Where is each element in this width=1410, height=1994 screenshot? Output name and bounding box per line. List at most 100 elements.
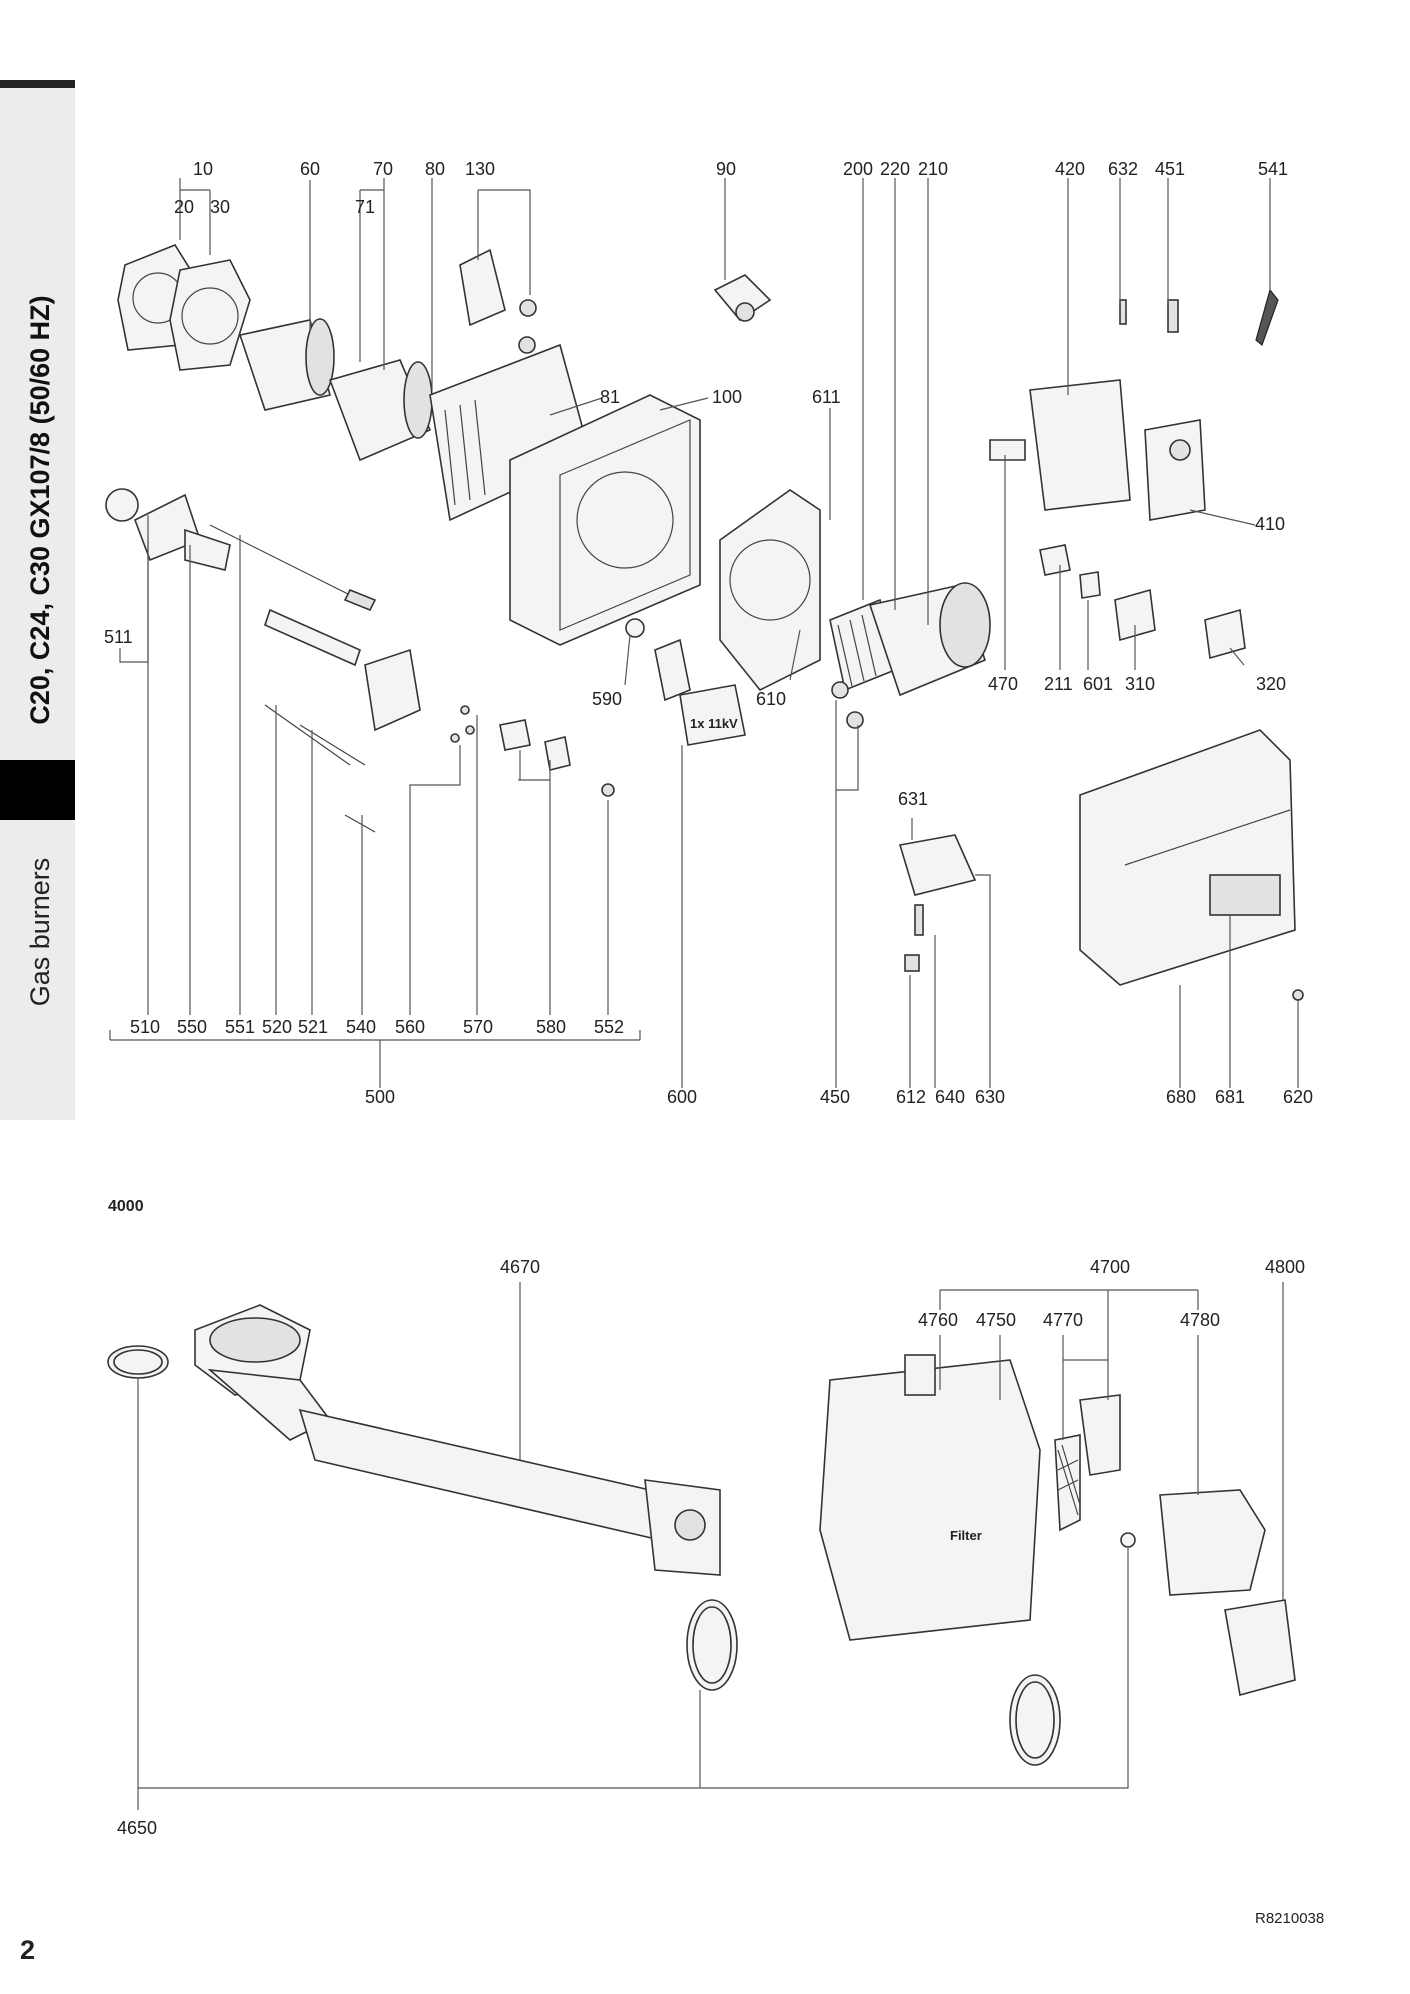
callout-470: 470 [988, 674, 1018, 694]
connector-601 [1079, 571, 1101, 599]
callout-632: 632 [1108, 159, 1138, 179]
plate-4770 [1079, 1394, 1121, 1476]
flange-30 [169, 259, 251, 371]
callout-210: 210 [918, 159, 948, 179]
sensor-632 [1119, 299, 1127, 325]
o-ring-4700 [1120, 1532, 1136, 1548]
screw-450 [831, 681, 849, 699]
callout-4700: 4700 [1090, 1257, 1130, 1277]
solenoid-630 [898, 834, 977, 896]
callout-521: 521 [298, 1017, 328, 1037]
leader-lines-upper [109, 178, 1299, 1088]
callout-520: 520 [262, 1017, 292, 1037]
callout-30: 30 [210, 197, 230, 217]
bracket-470 [989, 439, 1026, 461]
o-ring-590 [625, 618, 645, 638]
callout-611: 611 [812, 387, 841, 407]
gas-train-drawing: Filter [107, 1304, 1296, 1766]
fitting-580 [499, 719, 531, 751]
callout-570: 570 [463, 1017, 493, 1037]
plate-90 [713, 274, 772, 322]
air-flap-130 [459, 248, 506, 327]
callout-4670: 4670 [500, 1257, 540, 1277]
callout-631: 631 [898, 789, 928, 809]
gas-valve-4750 [819, 1359, 1041, 1641]
pressure-switch-4800 [1224, 1599, 1296, 1697]
callout-70: 70 [373, 159, 393, 179]
callout-90: 90 [716, 159, 736, 179]
callout-680: 680 [1166, 1087, 1196, 1107]
bracket [654, 638, 691, 702]
filter-text: Filter [950, 1528, 982, 1543]
page-number: 2 [20, 1935, 36, 1965]
callout-450: 450 [820, 1087, 850, 1107]
callout-4780: 4780 [1180, 1310, 1220, 1330]
callout-630: 630 [975, 1087, 1005, 1107]
callout-211: 211 [1044, 674, 1073, 694]
connector-211 [1039, 544, 1071, 576]
callout-541: 541 [1258, 159, 1288, 179]
gasket-4650-b [686, 1599, 738, 1691]
callout-590: 590 [592, 689, 622, 709]
callout-511: 511 [104, 627, 133, 647]
callout-610: 610 [756, 689, 786, 709]
gas-pipe-4670 [298, 1408, 662, 1542]
nozzle-holder-551 [184, 528, 231, 571]
callout-220: 220 [880, 159, 910, 179]
hood-680 [1079, 729, 1296, 986]
callout-510: 510 [130, 1017, 160, 1037]
swirler-510 [105, 488, 139, 522]
coil-4780 [1159, 1489, 1266, 1596]
callout-labels: 10 20 30 60 70 71 80 130 90 200 220 210 … [104, 159, 1313, 1838]
callout-640: 640 [935, 1087, 965, 1107]
callout-612: 612 [896, 1087, 926, 1107]
pin-640 [914, 904, 924, 936]
callout-540: 540 [346, 1017, 376, 1037]
group-title-4000: 4000 [108, 1198, 144, 1215]
callout-310: 310 [1125, 674, 1155, 694]
callout-550: 550 [177, 1017, 207, 1037]
callout-80: 80 [425, 159, 445, 179]
burner-parts-drawing: 1x 11kV [105, 244, 1304, 1001]
sidebar-top-bar [0, 80, 75, 88]
fitting-612 [904, 954, 920, 972]
fan-cover-610 [719, 489, 821, 692]
sidebar-section-marker [0, 760, 75, 820]
callout-81: 81 [600, 387, 620, 407]
sidebar-panel [0, 80, 75, 1120]
callout-20: 20 [174, 197, 194, 217]
gasket-4650-c [1009, 1674, 1061, 1766]
ignition-transformer-label: 1x 11kV [690, 716, 738, 731]
callout-551: 551 [225, 1017, 255, 1037]
callout-100: 100 [712, 387, 742, 407]
callout-130: 130 [465, 159, 495, 179]
callout-560: 560 [395, 1017, 425, 1037]
gas-head-560 [364, 648, 421, 732]
nut-552 [601, 783, 615, 797]
sensor-451 [1167, 299, 1179, 333]
callout-4800: 4800 [1265, 1257, 1305, 1277]
ignition-transformer-600 [679, 684, 746, 746]
callout-60: 60 [300, 159, 320, 179]
screw-620 [1292, 989, 1304, 1001]
callout-600: 600 [667, 1087, 697, 1107]
callout-410: 410 [1255, 514, 1285, 534]
callout-200: 200 [843, 159, 873, 179]
callout-681: 681 [1215, 1087, 1245, 1107]
callout-10: 10 [193, 159, 213, 179]
window-681 [1209, 874, 1281, 916]
callout-4650: 4650 [117, 1818, 157, 1838]
callout-320: 320 [1256, 674, 1286, 694]
callout-420: 420 [1055, 159, 1085, 179]
plug-310 [1114, 588, 1156, 642]
burner-housing-100 [509, 394, 701, 646]
plug-320 [1204, 608, 1246, 660]
leader-lines-lower [137, 1282, 1284, 1810]
sensor-541 [1255, 288, 1279, 347]
control-box-420 [1029, 379, 1131, 511]
callout-500: 500 [365, 1087, 395, 1107]
callout-580: 580 [536, 1017, 566, 1037]
callout-71: 71 [355, 197, 375, 217]
gas-pipe-520 [264, 608, 361, 667]
